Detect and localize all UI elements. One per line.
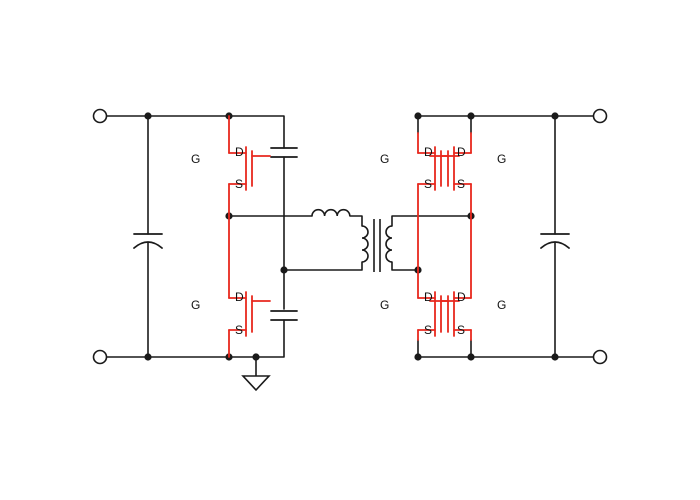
junction-dot [551,112,559,120]
junction-dot [414,353,422,361]
transformer-secondary-winding [385,225,393,263]
mosfet-q2 [228,215,271,358]
inductor-to-primary [349,215,363,227]
right-bulk-cap-curved-plate [540,241,570,249]
q3-drain-label: D [424,145,433,159]
q5-gate-label: G [380,298,389,312]
terminal-right-top [592,108,608,124]
junction-dot [414,112,422,120]
mosfet-q4 [429,132,472,217]
q3-gate-label: G [380,152,389,166]
q3-source-label: S [424,177,432,191]
q1-source-label: S [235,177,243,191]
secondary-top-lead [391,215,472,227]
wires [106,115,594,377]
ground-symbol [241,375,271,392]
left-top-rail [106,115,285,149]
q4-gate-label: G [497,152,506,166]
mosfet-q6 [429,215,472,341]
terminal-right-bottom [592,349,608,365]
cap-mid-to-primary [283,261,363,271]
terminal-left-top [92,108,108,124]
secondary-bottom-lead [391,261,419,271]
left-bottom-rail [106,319,285,358]
q5-drain-label: D [424,290,433,304]
right-top-rail [417,115,594,134]
terminal-left-bottom [92,349,108,365]
q2-drain-label: D [235,290,244,304]
q2-gate-label: G [191,298,200,312]
transformer [361,219,393,272]
q2-source-label: S [235,323,243,337]
capacitors [133,147,570,321]
mosfets [228,115,472,358]
junction-dot [144,112,152,120]
right-bottom-rail [417,339,594,358]
junction-dot [467,112,475,120]
q1-drain-label: D [235,145,244,159]
junction-dot [252,353,260,361]
q6-drain-label: D [457,290,466,304]
q6-gate-label: G [497,298,506,312]
terminals [92,108,608,365]
q4-drain-label: D [457,145,466,159]
transformer-primary-winding [361,225,369,263]
junction-dot [551,353,559,361]
junction-dots [144,112,559,361]
junction-dot [467,353,475,361]
q6-source-label: S [457,323,465,337]
mosfet-labels: G D S G D S G D S G D S G D S G D S [191,145,506,337]
junction-dot [280,266,288,274]
series-inductor [311,208,351,217]
q4-source-label: S [457,177,465,191]
q1-gate-label: G [191,152,200,166]
mosfet-q1 [228,115,271,217]
q5-source-label: S [424,323,432,337]
junction-dot [144,353,152,361]
left-bulk-cap-curved-plate [133,241,163,249]
